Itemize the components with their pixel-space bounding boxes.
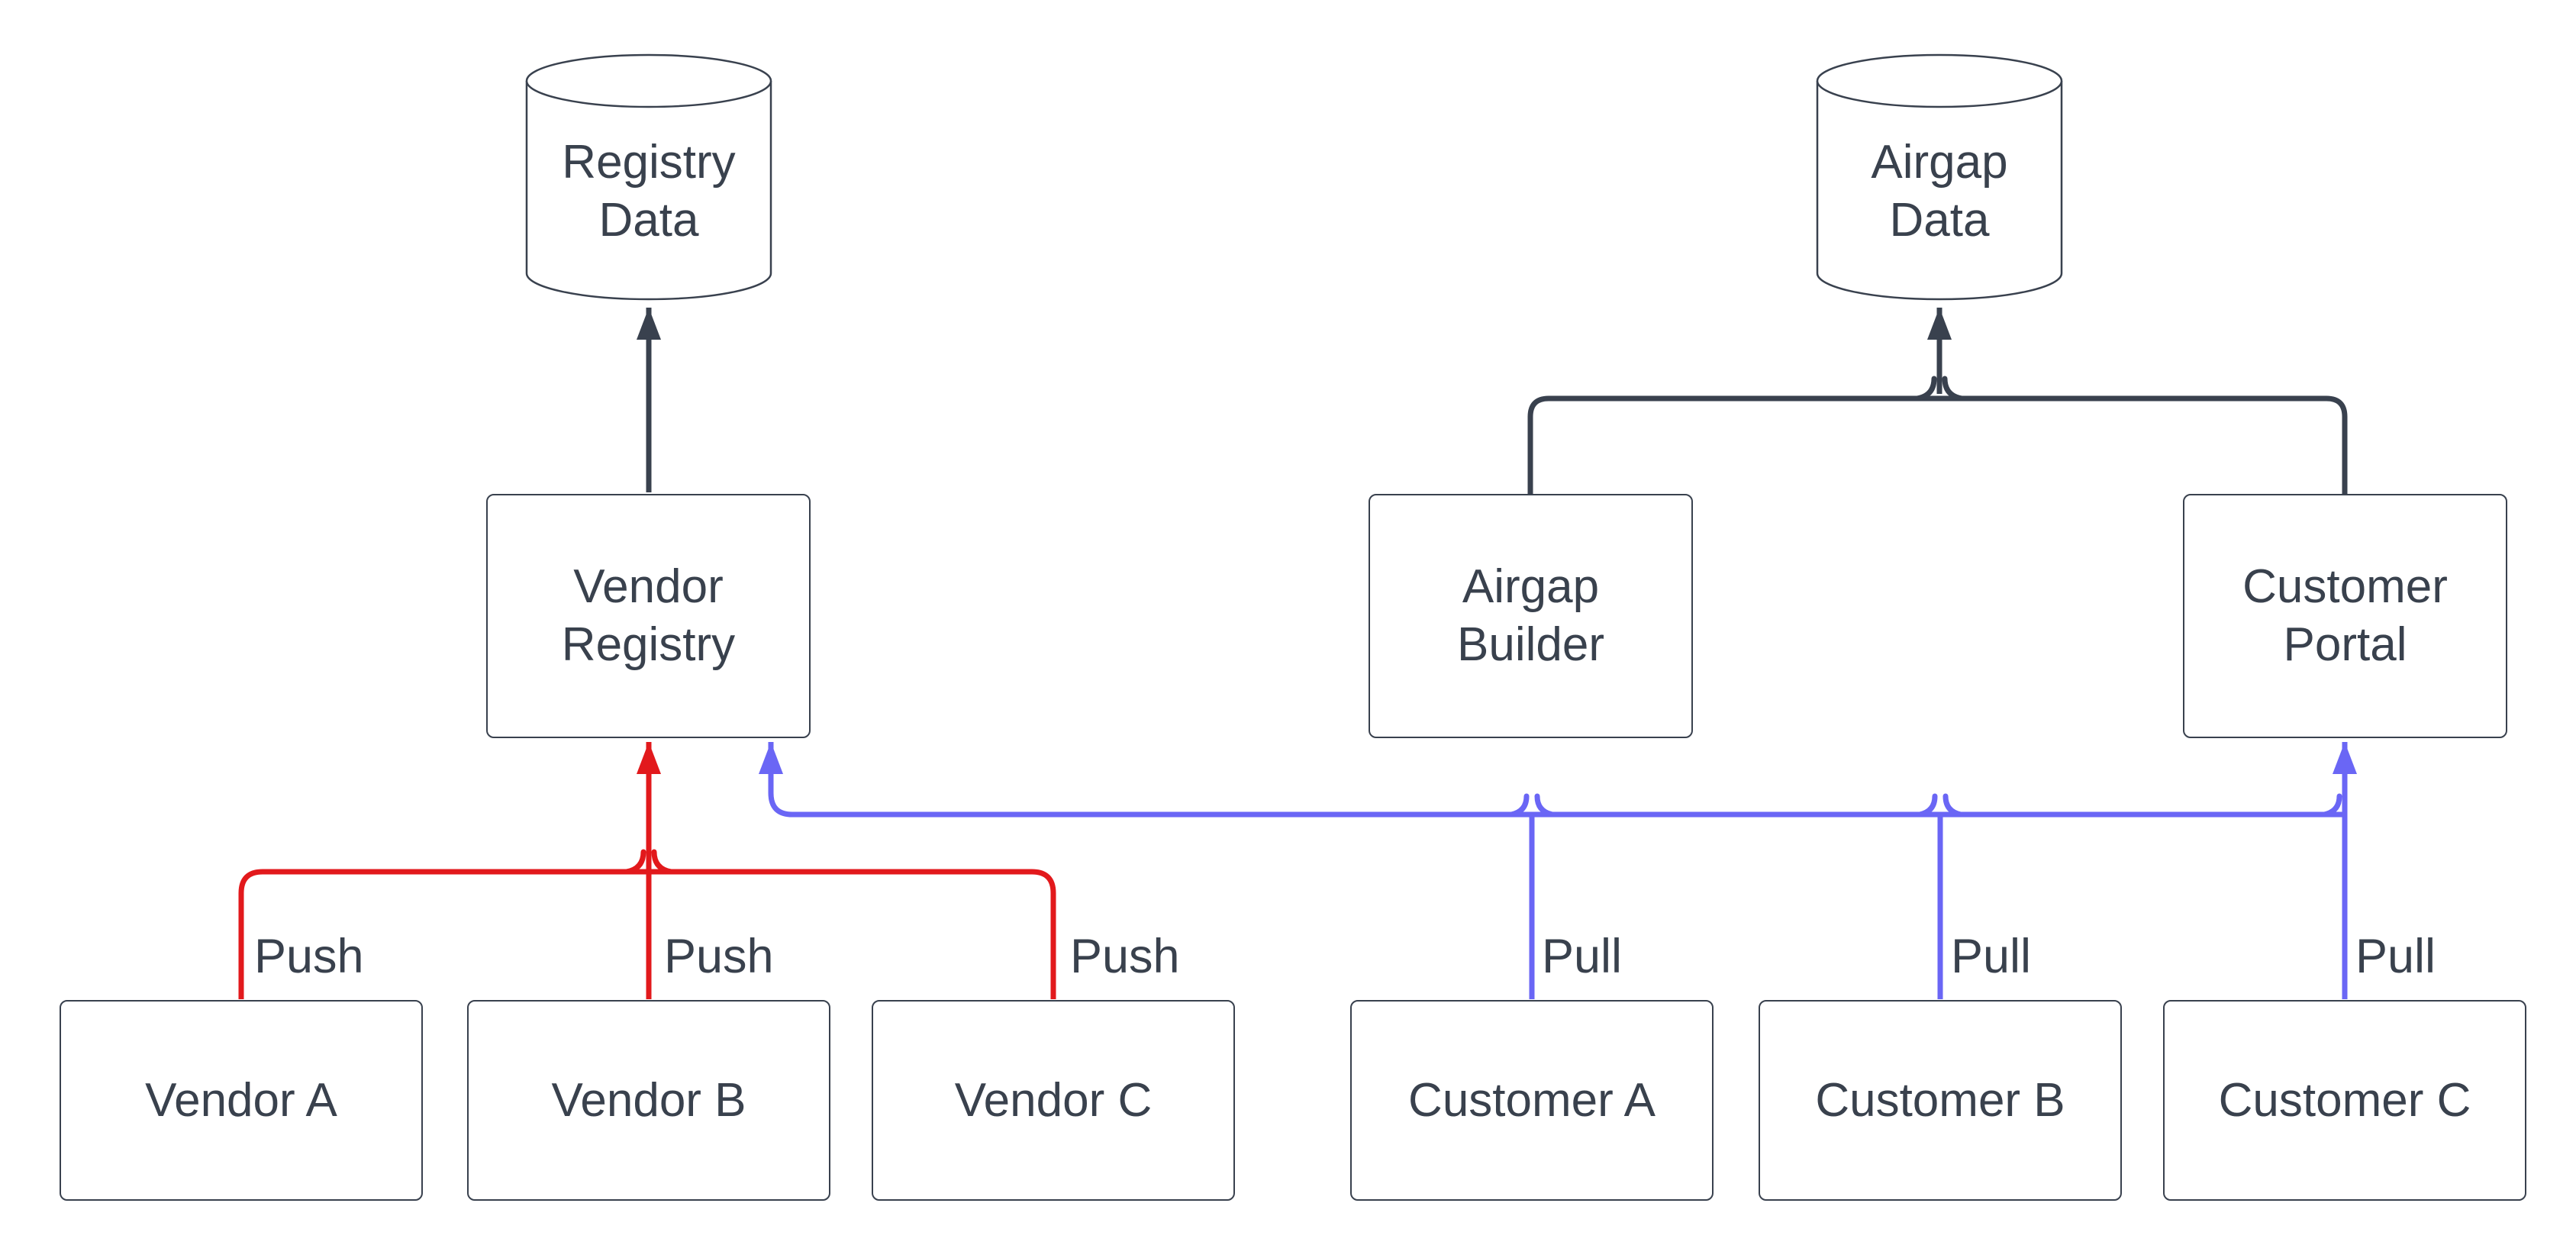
edge-pull-bus-to-vendor-registry (759, 742, 2345, 818)
edge-label-pull-customer-a: Pull (1542, 930, 1623, 983)
node-registry-data: Registry Data (527, 92, 771, 292)
node-label-customer-a: Customer A (1408, 1073, 1656, 1127)
node-label-airgap-data: Airgap Data (1871, 136, 2008, 247)
junction-fillet-blue-b-left (1917, 793, 1938, 818)
node-customer-portal: Customer Portal (2183, 494, 2507, 738)
cylinder-registry-data-body (525, 81, 772, 301)
cylinder-registry-data-shape (525, 53, 772, 301)
node-vendor-c: Vendor C (872, 1000, 1235, 1201)
cylinder-registry-data-top (525, 53, 772, 108)
edge-label-pull-customer-c: Pull (2355, 930, 2436, 983)
node-customer-a: Customer A (1350, 1000, 1714, 1201)
node-vendor-a: Vendor A (60, 1000, 423, 1201)
node-label-customer-c: Customer C (2218, 1073, 2471, 1127)
node-label-vendor-registry: Vendor Registry (561, 560, 736, 671)
junction-fillet-red-left (624, 849, 646, 875)
node-airgap-data: Airgap Data (1817, 92, 2062, 292)
edge-label-push-vendor-c: Push (1070, 930, 1180, 983)
node-vendor-b: Vendor B (467, 1000, 830, 1201)
edge-label-push-vendor-b: Push (664, 930, 774, 983)
cylinder-airgap-data-shape (1816, 53, 2063, 301)
node-airgap-builder: Airgap Builder (1369, 494, 1693, 738)
node-label-vendor-a: Vendor A (145, 1073, 337, 1127)
node-label-vendor-b: Vendor B (551, 1073, 746, 1127)
edge-label-push-vendor-a: Push (254, 930, 364, 983)
node-customer-c: Customer C (2163, 1000, 2526, 1201)
node-label-vendor-c: Vendor C (954, 1073, 1153, 1127)
node-label-customer-portal: Customer Portal (2242, 560, 2448, 671)
node-label-registry-data: Registry Data (562, 136, 736, 247)
node-vendor-registry: Vendor Registry (486, 494, 811, 738)
node-label-customer-b: Customer B (1815, 1073, 2065, 1127)
junction-fillet-blue-b-right (1942, 793, 1964, 818)
junction-fillet-red-right (651, 849, 674, 875)
edge-airgap-builder-customer-portal-bus (1527, 395, 2348, 495)
edge-label-pull-customer-b: Pull (1951, 930, 2032, 983)
cylinder-airgap-data-top (1816, 53, 2063, 108)
junction-fillet-blue-a-left (1508, 793, 1530, 818)
junction-fillet-blue-a-right (1534, 793, 1556, 818)
junction-fillet-blue-c-left (2321, 793, 2342, 818)
junction-fillet-dark-right (1942, 376, 1965, 402)
junction-fillet-dark-left (1914, 376, 1937, 402)
cylinder-airgap-data-body (1816, 81, 2063, 301)
node-customer-b: Customer B (1759, 1000, 2122, 1201)
node-label-airgap-builder: Airgap Builder (1457, 560, 1604, 671)
